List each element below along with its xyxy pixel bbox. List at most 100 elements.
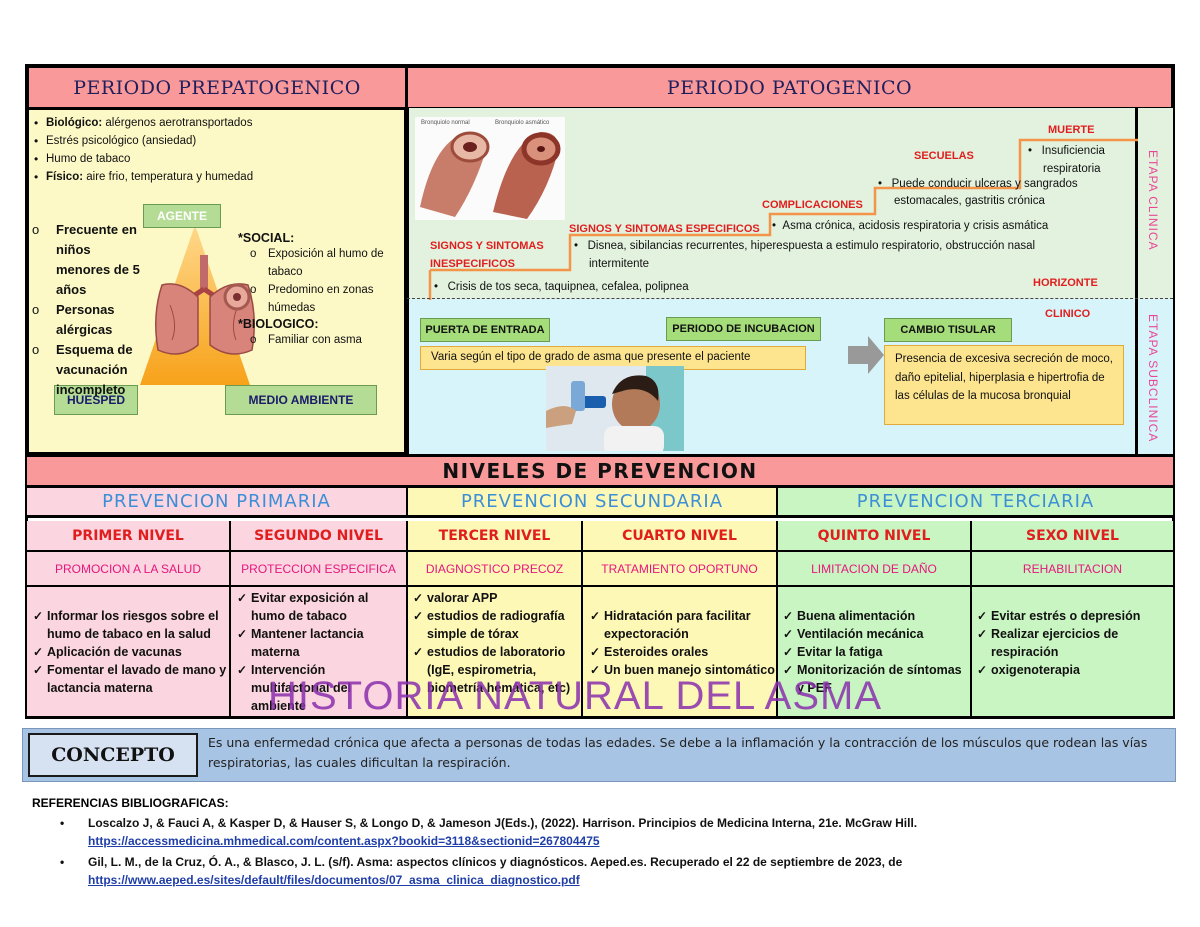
- level-5-items: Buena alimentación Ventilación mecánica …: [783, 607, 969, 697]
- level-4-subtitle: TRATAMIENTO OPORTUNO: [583, 552, 778, 587]
- puerta-entrada-box: PUERTA DE ENTRADA: [420, 318, 550, 342]
- reference-bullet: •: [60, 855, 65, 869]
- periodo-incubacion-box: PERIODO DE INCUBACION: [666, 317, 821, 341]
- divider: [406, 108, 409, 454]
- level-item: Fomentar el lavado de mano y lactancia m…: [33, 661, 228, 697]
- concepto-text: Es una enfermedad crónica que afecta a p…: [208, 735, 1148, 770]
- level-1-title: PRIMER NIVEL: [27, 521, 231, 552]
- level-item: estudios de radiografía simple de tórax: [413, 607, 581, 643]
- level-item: Monitorización de síntomas y PEF: [783, 661, 969, 697]
- bronchus-icon: [223, 283, 251, 311]
- host-item: Frecuente en niños menores de 5 años: [32, 220, 147, 300]
- child-inhaler-photo: [546, 366, 684, 451]
- clinico-label: CLINICO: [1045, 308, 1091, 320]
- etapa-clinica-label: ETAPA CLINICA: [1146, 150, 1160, 251]
- level-item: Aplicación de vacunas: [33, 643, 228, 661]
- secuelas-text-1: • Puede conducir ulceras y sangrados: [878, 178, 1078, 190]
- muerte-label: MUERTE: [1048, 124, 1095, 136]
- level-item: Evitar estrés o depresión: [977, 607, 1169, 625]
- prevencion-title: NIVELES DE PREVENCION: [27, 457, 1173, 488]
- risk-factor-list: Biológico: alérgenos aerotransportados E…: [32, 114, 402, 186]
- muerte-text-1: • Insuficiencia: [1028, 145, 1105, 157]
- level-3-subtitle: DIAGNOSTICO PRECOZ: [408, 552, 583, 587]
- signos-especificos-text-1: • Disnea, sibilancias recurrentes, hiper…: [574, 240, 1036, 252]
- level-2-items: Evitar exposición al humo de tabaco Mant…: [237, 589, 405, 715]
- bronchiole-image: Bronquiolo normal Bronquiolo asmático: [415, 117, 565, 220]
- level-item: Esteroides orales: [590, 643, 775, 661]
- signos-especificos-text-2: intermitente: [589, 258, 650, 270]
- signos-inespecificos-label-2: INESPECIFICOS: [430, 258, 515, 270]
- level-item: Un buen manejo sintomático: [590, 661, 775, 679]
- medio-ambiente-box: MEDIO AMBIENTE: [225, 385, 377, 415]
- staircase-line: [428, 138, 1138, 300]
- concepto-label: CONCEPTO: [28, 733, 198, 777]
- arrow-right-icon: [848, 336, 884, 374]
- level-6-items: Evitar estrés o depresión Realizar ejerc…: [977, 607, 1169, 679]
- prepatogenico-title: PERIODO PREPATOGENICO: [27, 66, 407, 109]
- level-item: estudios de laboratorio (IgE, espirometr…: [413, 643, 581, 697]
- level-item: Evitar la fatiga: [783, 643, 969, 661]
- host-item: Esquema de vacunación incompleto: [32, 340, 147, 400]
- signos-especificos-label: SIGNOS Y SINTOMAS ESPECIFICOS: [569, 223, 760, 235]
- prevencion-secundaria-title: PREVENCION SECUNDARIA: [408, 488, 778, 518]
- reference-bullet: •: [60, 816, 65, 830]
- complicaciones-label: COMPLICACIONES: [762, 199, 863, 211]
- cambio-tisular-box: CAMBIO TISULAR: [884, 318, 1012, 342]
- reference-item: Gil, L. M., de la Cruz, Ó. A., & Blasco,…: [88, 855, 903, 887]
- level-4-title: CUARTO NIVEL: [583, 521, 778, 552]
- reference-link[interactable]: https://www.aeped.es/sites/default/files…: [88, 873, 580, 887]
- prevencion-primaria-title: PREVENCION PRIMARIA: [27, 488, 408, 518]
- reference-link[interactable]: https://accessmedicina.mhmedical.com/con…: [88, 834, 600, 848]
- level-item: Buena alimentación: [783, 607, 969, 625]
- host-item: Personas alérgicas: [32, 300, 147, 340]
- secuelas-label: SECUELAS: [914, 150, 974, 162]
- host-list: Frecuente en niños menores de 5 años Per…: [32, 220, 147, 400]
- level-item: Informar los riesgos sobre el humo de ta…: [33, 607, 228, 643]
- lungs-icon: [155, 255, 255, 355]
- level-1-items: Informar los riesgos sobre el humo de ta…: [33, 607, 228, 697]
- risk-factor-item: Estrés psicológico (ansiedad): [32, 132, 402, 150]
- horizonte-label: HORIZONTE: [1033, 277, 1098, 289]
- level-item: Hidratación para facilitar expectoración: [590, 607, 775, 643]
- level-2-subtitle: PROTECCION ESPECIFICA: [231, 552, 408, 587]
- signos-inespecificos-label-1: SIGNOS Y SINTOMAS: [430, 240, 544, 252]
- secuelas-text-2: estomacales, gastritis crónica: [894, 195, 1045, 207]
- incubacion-text-box: Varia según el tipo de grado de asma que…: [420, 346, 806, 370]
- level-item: Intervención multifactorial del ambiente: [237, 661, 405, 715]
- frame-bottom: [25, 716, 1175, 719]
- level-item: Mantener lactancia materna: [237, 625, 405, 661]
- level-1-subtitle: PROMOCION A LA SALUD: [27, 552, 231, 587]
- patogenico-title: PERIODO PATOGENICO: [406, 66, 1173, 109]
- level-4-items: Hidratación para facilitar expectoración…: [590, 607, 775, 679]
- level-2-title: SEGUNDO NIVEL: [231, 521, 408, 552]
- biologico-label: *BIOLOGICO:: [238, 317, 319, 331]
- social-label: *SOCIAL:: [238, 231, 295, 245]
- etapa-strip-lower: [1135, 299, 1173, 454]
- divider: [27, 454, 1173, 457]
- level-6-subtitle: REHABILITACION: [972, 552, 1173, 587]
- etapa-subclinica-label: ETAPA SUBCLINICA: [1146, 314, 1160, 443]
- risk-factor-item: Físico: aire frio, temperatura y humedad: [32, 168, 402, 186]
- muerte-text-2: respiratoria: [1043, 163, 1101, 175]
- signos-inespecificos-text: • Crisis de tos seca, taquipnea, cefalea…: [434, 281, 689, 293]
- risk-factor-item: Humo de tabaco: [32, 150, 402, 168]
- level-item: oxigenoterapia: [977, 661, 1169, 679]
- level-3-title: TERCER NIVEL: [408, 521, 583, 552]
- level-5-title: QUINTO NIVEL: [778, 521, 972, 552]
- level-6-title: SEXO NIVEL: [972, 521, 1173, 552]
- level-item: valorar APP: [413, 589, 581, 607]
- reference-item: Loscalzo J, & Fauci A, & Kasper D, & Hau…: [88, 816, 918, 848]
- concepto-panel: [22, 728, 1176, 782]
- level-3-items: valorar APP estudios de radiografía simp…: [413, 589, 581, 697]
- horizonte-clinico-line: [407, 298, 1173, 299]
- complicaciones-text: • Asma crónica, acidosis respiratoria y …: [772, 220, 1049, 232]
- level-item: Realizar ejercicios de respiración: [977, 625, 1169, 661]
- prevencion-terciaria-title: PREVENCION TERCIARIA: [778, 488, 1173, 518]
- watermark-title: HISTORIA NATURAL DEL ASMA: [268, 674, 883, 718]
- level-item: Evitar exposición al humo de tabaco: [237, 589, 405, 625]
- cambio-tisular-text-box: Presencia de excesiva secreción de moco,…: [884, 345, 1124, 425]
